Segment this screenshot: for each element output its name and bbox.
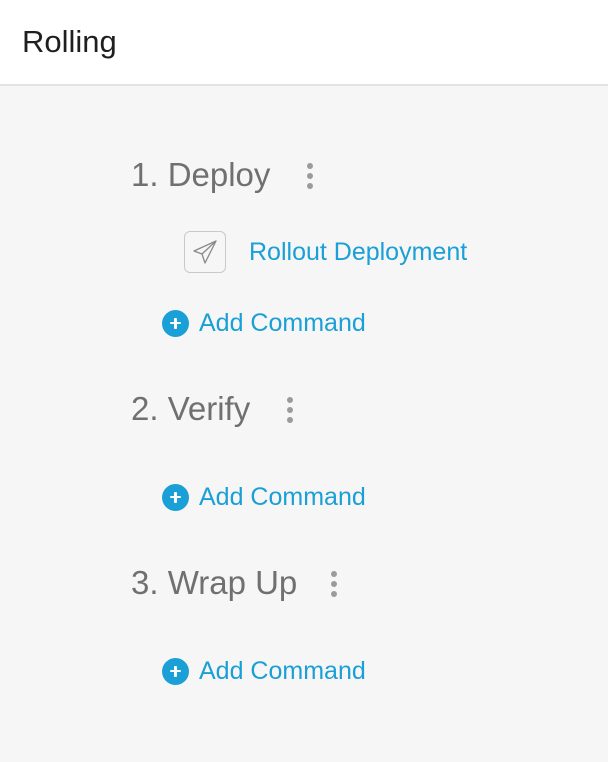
add-command-button[interactable]: Add Command: [162, 308, 366, 338]
phase-menu-icon[interactable]: [283, 395, 297, 425]
phase-title: 1. Deploy: [131, 156, 271, 193]
phase-menu-icon[interactable]: [303, 161, 317, 191]
phase-title: 2. Verify: [131, 390, 251, 427]
plus-circle-icon: [162, 309, 189, 337]
page-title: Rolling: [22, 24, 117, 59]
add-command-label[interactable]: Add Command: [199, 482, 366, 511]
add-command-button[interactable]: Add Command: [162, 482, 366, 512]
phase-deploy: 1. Deploy: [131, 153, 270, 197]
header: Rolling: [0, 0, 608, 86]
step-label[interactable]: Rollout Deployment: [249, 237, 468, 266]
phase-menu-icon[interactable]: [327, 569, 341, 599]
add-command-button[interactable]: Add Command: [162, 656, 366, 686]
add-command-label[interactable]: Add Command: [199, 308, 366, 337]
plus-circle-icon: [162, 657, 189, 685]
plus-circle-icon: [162, 483, 189, 511]
phase-wrap-up: 3. Wrap Up: [131, 561, 297, 605]
step-rollout-deployment[interactable]: Rollout Deployment: [184, 231, 467, 273]
add-command-label[interactable]: Add Command: [199, 656, 366, 685]
phase-verify: 2. Verify: [131, 387, 250, 431]
phase-title: 3. Wrap Up: [131, 564, 298, 601]
paper-plane-icon: [184, 231, 226, 273]
